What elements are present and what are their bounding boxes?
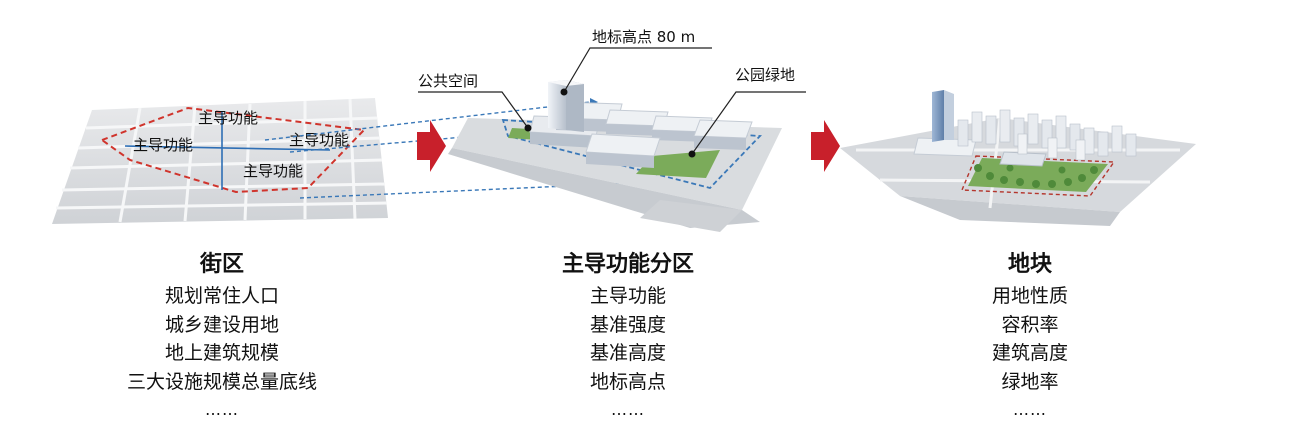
block-column: 街区 规划常住人口 城乡建设用地 地上建筑规模 三大设施规模总量底线 ……: [62, 248, 382, 425]
landmark-dot: [560, 88, 568, 96]
function-zone-item: 基准强度: [589, 313, 666, 336]
zone-label-west: 主导功能: [133, 136, 193, 154]
block-item: 地上建筑规模: [164, 342, 279, 364]
block-item: 城乡建设用地: [164, 313, 279, 336]
process-arrow-2: [811, 120, 840, 172]
plot-item: 建筑高度: [991, 342, 1068, 364]
road-grid: [55, 98, 388, 223]
plot-model-illustration: [840, 90, 1196, 226]
plot-column: 地块 用地性质 容积率 建筑高度 绿地率 ……: [870, 248, 1190, 425]
function-zone-illustration: 地标高点 80 m 公共空间 公园绿地: [418, 28, 806, 232]
plot-boundary: [960, 155, 1116, 197]
callout-leaders: [418, 47, 806, 155]
projection-lines: [264, 101, 701, 199]
block-item: 规划常住人口: [164, 285, 279, 307]
park-green: [636, 150, 720, 178]
block-item-ellipsis: ……: [205, 400, 239, 419]
function-zone-item-ellipsis: ……: [611, 400, 645, 419]
zone-label-south: 主导功能: [243, 162, 303, 180]
process-arrow-1: [417, 120, 446, 172]
district-boundary: [99, 106, 367, 194]
plot-item: 用地性质: [991, 285, 1068, 307]
plot-title: 地块: [1007, 252, 1052, 277]
block-item: 三大设施规模总量底线: [126, 370, 317, 393]
zone-label-north: 主导功能: [198, 109, 258, 127]
public-space-dot: [524, 124, 532, 132]
function-zone-item: 基准高度: [589, 342, 666, 364]
residential-towers: [957, 109, 1137, 161]
public-space-callout: 公共空间: [418, 72, 478, 90]
function-zone-item: 主导功能: [589, 285, 666, 307]
park-callout: 公园绿地: [735, 66, 795, 84]
plot-item-ellipsis: ……: [1013, 400, 1047, 419]
landmark-callout: 地标高点 80 m: [592, 28, 695, 46]
block-title: 街区: [199, 252, 244, 277]
park-dot: [688, 150, 696, 158]
function-zone-title: 主导功能分区: [561, 252, 694, 277]
block-plan-illustration: 主导功能 主导功能 主导功能 主导功能: [52, 98, 388, 224]
zone-division-lines: [124, 112, 331, 190]
function-zone-item: 地标高点: [589, 370, 666, 393]
zone-label-east: 主导功能: [289, 131, 349, 149]
plot-item: 绿地率: [1001, 370, 1059, 393]
function-zone-column: 主导功能分区 主导功能 基准强度 基准高度 地标高点 ……: [468, 248, 788, 425]
plot-landmark-tower: [932, 90, 954, 142]
plot-item: 容积率: [1001, 313, 1059, 336]
trees: [974, 164, 1098, 188]
